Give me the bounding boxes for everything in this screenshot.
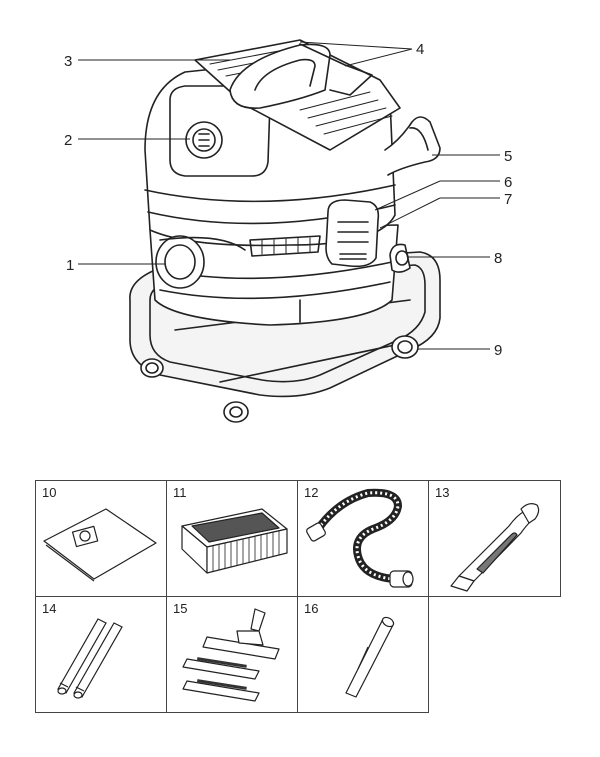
accessory-number: 10 [42, 485, 57, 500]
accessory-cell-15: 15 [166, 596, 298, 713]
accessory-cell-empty [428, 596, 561, 713]
accessory-number: 11 [173, 485, 187, 500]
callout-1: 1 [66, 257, 74, 274]
callout-7: 7 [504, 191, 512, 208]
accessory-number: 14 [42, 601, 57, 616]
floor-nozzle-icon [182, 608, 280, 702]
callout-8: 8 [494, 250, 502, 267]
accessory-cell-12: 12 [297, 480, 429, 597]
power-socket [389, 243, 411, 273]
crevice-nozzle-icon [345, 616, 395, 698]
vacuum-cleaner-diagram: 1 2 3 4 5 6 7 8 9 [64, 39, 512, 423]
caster-rear [391, 335, 419, 359]
callout-5: 5 [504, 148, 512, 165]
callout-6: 6 [504, 174, 512, 191]
carry-handle [229, 43, 331, 109]
extension-tubes-icon [57, 618, 123, 699]
callout-9: 9 [494, 342, 502, 359]
suction-inlet [155, 235, 205, 289]
accessory-number: 12 [304, 485, 319, 500]
filter-bag-icon [43, 508, 157, 582]
suction-hose-icon [306, 488, 414, 588]
caster-front-left [140, 358, 164, 378]
accessory-cell-13: 13 [428, 480, 561, 597]
accessory-holder [384, 116, 441, 176]
accessories-grid: 10 11 12 [35, 480, 561, 713]
accessory-cell-11: 11 [166, 480, 298, 597]
callout-3: 3 [64, 53, 72, 70]
side-clamp [325, 199, 380, 268]
accessory-cell-14: 14 [35, 596, 167, 713]
accessory-cell-16: 16 [297, 596, 429, 713]
elbow-handle-icon [450, 503, 540, 592]
flat-pleated-filter-icon [181, 508, 288, 574]
callout-2: 2 [64, 132, 72, 149]
accessory-number: 16 [304, 601, 319, 616]
accessory-number: 13 [435, 485, 450, 500]
callout-4: 4 [416, 41, 424, 58]
accessory-number: 15 [173, 601, 188, 616]
accessory-cell-10: 10 [35, 480, 167, 597]
caster-front [223, 401, 249, 423]
